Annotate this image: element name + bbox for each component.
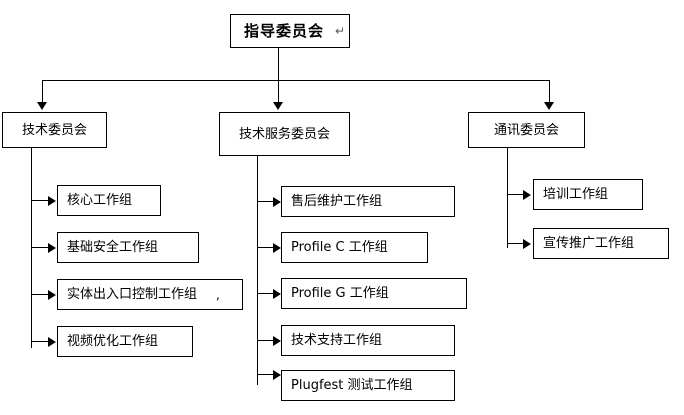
arrow-right-icon: [523, 190, 531, 200]
connector-elbow: [31, 294, 49, 295]
node-working-group[interactable]: 核心工作组: [57, 185, 161, 216]
pilcrow-icon: ↵: [334, 24, 347, 38]
connector-elbow: [507, 243, 524, 244]
node-working-group[interactable]: 培训工作组: [533, 179, 643, 210]
connector-drop-tech: [42, 80, 43, 104]
connector-elbow: [31, 247, 49, 248]
node-label: 指导委员会: [243, 21, 324, 40]
node-label: 售后维护工作组: [291, 194, 383, 209]
node-label: 技术委员会: [21, 122, 87, 138]
connector-elbow: [31, 200, 49, 201]
arrow-right-icon: [273, 370, 281, 380]
node-label: Plugfest 测试工作组: [291, 378, 413, 393]
node-working-group[interactable]: 基础安全工作组: [57, 232, 199, 263]
node-working-group[interactable]: 视频优化工作组: [57, 326, 193, 357]
node-working-group[interactable]: Profile C 工作组: [281, 232, 428, 263]
arrow-right-icon: [273, 243, 281, 253]
node-label: 培训工作组: [543, 187, 609, 202]
node-comms-committee[interactable]: 通讯委员会: [468, 112, 585, 148]
node-working-group[interactable]: 售后维护工作组: [281, 186, 455, 217]
arrow-right-icon: [273, 197, 281, 207]
node-working-group[interactable]: Profile G 工作组: [281, 278, 467, 309]
node-tech-committee[interactable]: 技术委员会: [2, 112, 107, 148]
node-working-group[interactable]: Plugfest 测试工作组: [281, 370, 455, 401]
connector-elbow: [257, 293, 274, 294]
node-label: 技术服务委员会: [238, 126, 330, 142]
node-label: Profile C 工作组: [291, 240, 388, 255]
connector-spine-tech: [31, 148, 32, 348]
connector-spine-comms: [507, 148, 508, 248]
node-label: 核心工作组: [67, 193, 133, 208]
connector-elbow: [257, 247, 274, 248]
connector-elbow: [507, 194, 524, 195]
arrow-down-icon: [273, 102, 283, 110]
connector-spine-tech-service: [257, 156, 258, 385]
node-steering-committee[interactable]: 指导委员会 ↵: [230, 14, 350, 48]
node-tech-service-committee[interactable]: 技术服务委员会: [219, 112, 350, 156]
node-label: 通讯委员会: [493, 122, 559, 138]
node-label: 技术支持工作组: [291, 333, 383, 348]
connector-elbow: [257, 374, 274, 375]
node-label: Profile G 工作组: [291, 286, 389, 301]
connector-drop-tech-service: [278, 80, 279, 104]
arrow-right-icon: [273, 289, 281, 299]
node-label: 基础安全工作组: [67, 240, 159, 255]
connector-elbow: [257, 340, 274, 341]
connector-elbow: [31, 341, 49, 342]
connector-elbow: [257, 201, 274, 202]
connector-bus: [42, 80, 550, 81]
node-label: 视频优化工作组: [67, 334, 159, 349]
arrow-right-icon: [48, 196, 56, 206]
arrow-right-icon: [48, 337, 56, 347]
arrow-right-icon: [48, 243, 56, 253]
arrow-down-icon: [544, 102, 554, 110]
arrow-down-icon: [37, 102, 47, 110]
arrow-right-icon: [273, 336, 281, 346]
node-working-group[interactable]: 技术支持工作组: [281, 325, 455, 356]
node-label: 宣传推广工作组: [543, 236, 635, 251]
trailing-comma: ,: [216, 287, 220, 302]
node-working-group[interactable]: 宣传推广工作组: [533, 228, 669, 259]
arrow-right-icon: [48, 290, 56, 300]
arrow-right-icon: [523, 239, 531, 249]
node-working-group[interactable]: 实体出入口控制工作组 ,: [57, 279, 243, 310]
connector-root-stem: [278, 48, 279, 80]
node-label: 实体出入口控制工作组: [67, 287, 198, 302]
connector-drop-comms: [549, 80, 550, 104]
